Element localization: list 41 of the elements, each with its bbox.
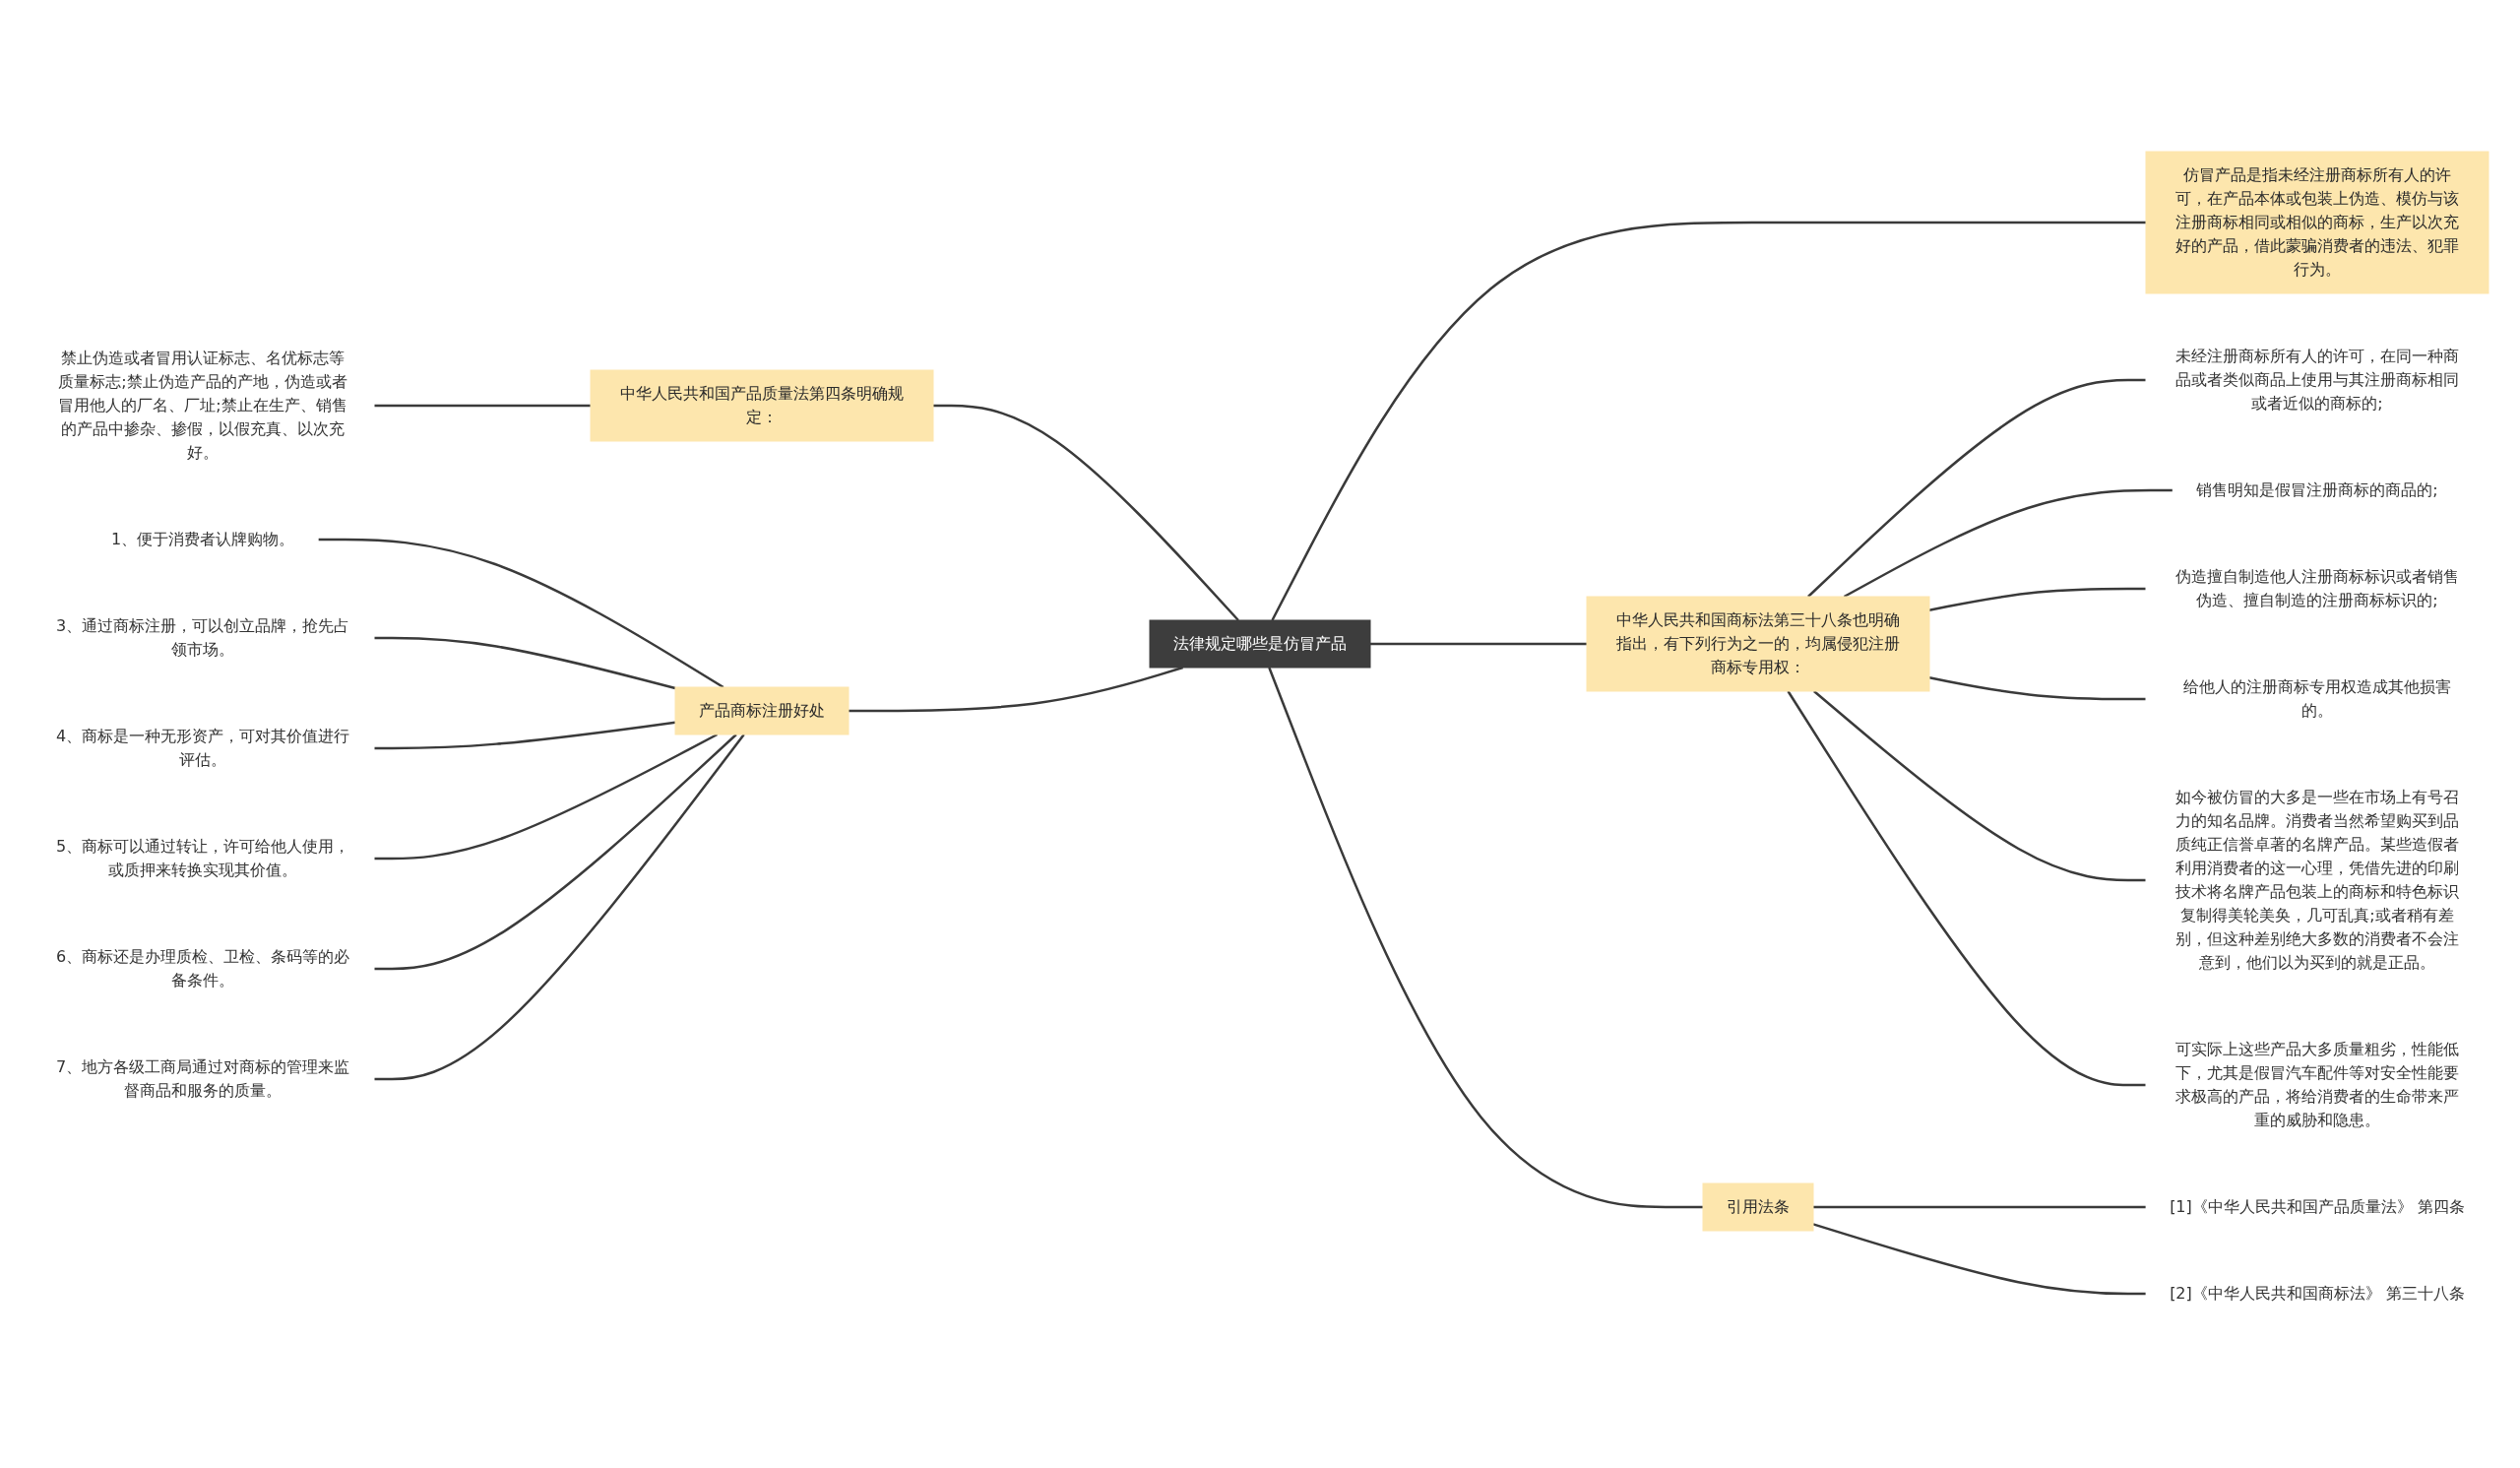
node-box: 中华人民共和国产品质量法第四条明确规定： — [590, 369, 934, 441]
node-text: 可实际上这些产品大多质量粗劣，性能低下，尤其是假冒汽车配件等对安全性能要求极高的产品，将给消费者的生命带来严重的威胁和隐患。 — [2175, 1039, 2459, 1129]
connector — [318, 538, 724, 688]
connector — [1812, 1222, 2147, 1295]
connector — [849, 666, 1183, 712]
connector — [374, 721, 676, 749]
node-box: 法律规定哪些是仿冒产品 — [1149, 619, 1371, 668]
node-box: 仿冒产品是指未经注册商标所有人的许可，在产品本体或包装上伪造、模仿与该注册商标相同或相似的商标，生产以次充好的产品，借此蒙骗消费者的违法、犯罪行为。 — [2145, 151, 2489, 293]
connector — [1843, 488, 2174, 598]
connector — [1370, 642, 1587, 645]
node-text: 给他人的注册商标专用权造成其他损害的。 — [2183, 676, 2451, 720]
node-text: [2]《中华人民共和国商标法》 第三十八条 — [2170, 1283, 2465, 1303]
node-text: 伪造擅自制造他人注册商标标识或者销售伪造、擅自制造的注册商标标识的; — [2175, 566, 2459, 609]
connector — [1268, 667, 1703, 1208]
node-text: 7、地方各级工商局通过对商标的管理来监督商品和服务的质量。 — [55, 1056, 350, 1100]
connector — [1928, 587, 2146, 611]
connector — [1271, 221, 2146, 621]
connector — [374, 733, 737, 970]
node-text: 6、商标还是办理质检、卫检、条码等的必备条件。 — [55, 946, 350, 989]
connector — [1813, 689, 2146, 881]
node-text: 未经注册商标所有人的许可，在同一种商品或者类似商品上使用与其注册商标相同或者近似的商标的; — [2175, 346, 2459, 413]
node-text: [1]《中华人民共和国产品质量法》 第四条 — [2170, 1196, 2465, 1216]
connector — [374, 636, 676, 689]
connector — [374, 733, 719, 860]
node-text: 销售明知是假冒注册商标的商品的; — [2196, 479, 2438, 499]
node-box: 引用法条 — [1702, 1182, 1814, 1231]
connector — [1807, 378, 2146, 598]
connector — [374, 733, 745, 1080]
node-text: 4、商标是一种无形资产，可对其价值进行评估。 — [55, 726, 350, 769]
node-text: 5、商标可以通过转让，许可给他人使用，或质押来转换实现其价值。 — [55, 836, 350, 879]
node-box: 中华人民共和国商标法第三十八条也明确指出，有下列行为之一的，均属侵犯注册商标专用权： — [1586, 596, 1930, 691]
node-text: 禁止伪造或者冒用认证标志、名优标志等质量标志;禁止伪造产品的产地，伪造或者冒用他人的厂名、厂址;禁止在生产、销售的产品中掺杂、掺假，以假充真、以次充好。 — [58, 348, 347, 462]
node-text: 3、通过商标注册，可以创立品牌，抢先占领市场。 — [55, 615, 350, 659]
connector — [1787, 689, 2146, 1086]
connector — [1928, 675, 2146, 700]
connector — [933, 404, 1239, 621]
connector — [374, 404, 591, 407]
node-box: 产品商标注册好处 — [674, 686, 850, 734]
node-text: 如今被仿冒的大多是一些在市场上有号召力的知名品牌。消费者当然希望购买到品质纯正信誉卓著的名牌产品。某些造假者利用消费者的这一心理，凭借先进的印刷技术将名牌产品包装上的商标和特色标识复制得美轮美奂，几可乱真;或者稍有差别，但这种差别绝大多数的消费者不会注意到，他们以为买到的就是正品。 — [2175, 787, 2459, 972]
connector — [1813, 1205, 2147, 1208]
node-text: 1、便于消费者认牌购物。 — [110, 529, 295, 548]
